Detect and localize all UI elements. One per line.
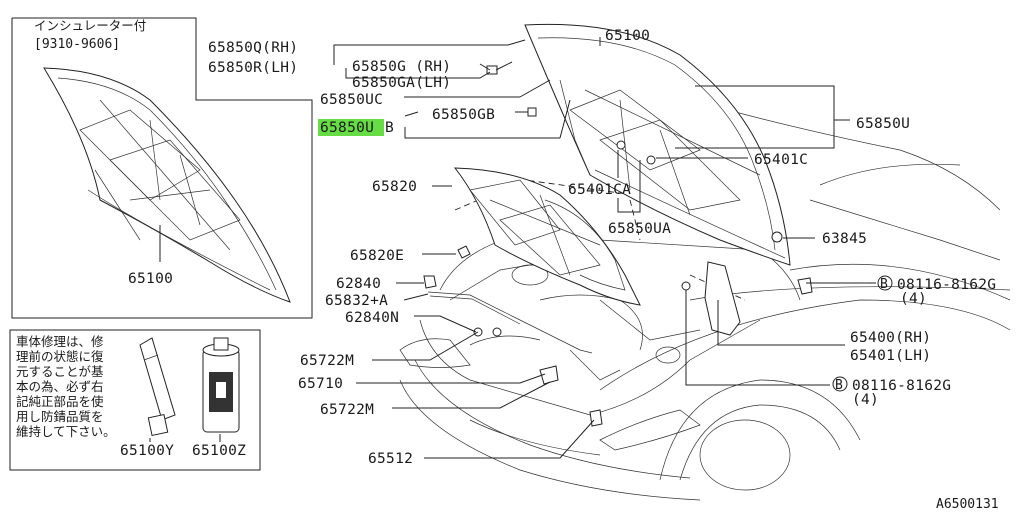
bolt-marker-2 [832, 376, 848, 392]
repair-note-line-3: 元することが基 [16, 364, 104, 379]
leader-lines [196, 37, 876, 459]
repair-note-panel: 車体修理は、修 理前の状態に復 元することが基 本の為、必ず右 記純正部品を使 … [9, 329, 261, 471]
spray-can-icon [202, 337, 240, 433]
label-65850gb: 65850GB [432, 107, 495, 123]
label-65710: 65710 [298, 376, 343, 392]
inset-note-line2: [9310-9606] [34, 37, 120, 52]
clip-62840 [423, 275, 437, 289]
inset-part-65100: 65100 [128, 271, 173, 287]
clip-65850gb [527, 107, 537, 117]
label-65850q: 65850Q(RH) [208, 40, 298, 56]
label-65100: 65100 [605, 28, 650, 44]
label-63845: 63845 [822, 231, 867, 247]
label-65850ga: 65850GA(LH) [352, 75, 451, 91]
label-62840: 62840 [336, 276, 381, 292]
hood-lock-65710 [539, 365, 559, 385]
label-65820e: 65820E [350, 248, 404, 264]
label-65850u-highlighted[interactable]: 65850U [320, 120, 374, 136]
hood-insulator-drawing [453, 167, 641, 306]
label-65820: 65820 [372, 179, 417, 195]
inset-hood-drawing [43, 67, 291, 303]
bolt-marker-1 [877, 275, 893, 291]
label-65850g: 65850G (RH) [352, 59, 451, 75]
repair-note-line-1: 車体修理は、修 [16, 334, 104, 349]
bumper-stop-63845 [771, 231, 783, 243]
label-65850u: 65850U [856, 116, 910, 132]
hood-hinge [704, 261, 741, 336]
label-65400: 65400(RH) [850, 330, 931, 346]
repair-note-line-5: 記純正部品を使 [16, 394, 104, 409]
part-65100y: 65100Y [120, 443, 174, 459]
label-65722m-1: 65722M [300, 353, 354, 369]
label-65850ua: 65850UA [608, 221, 671, 237]
label-08116-bottom-qty: (4) [852, 392, 879, 408]
part-labels: 65850Q(RH) 65850R(LH) 65850G (RH) 65850G… [208, 28, 999, 512]
fasteners [423, 61, 813, 427]
repair-note-line-7: 維持して下さい。 [16, 424, 116, 439]
label-65850ub-suffix: B [385, 120, 394, 136]
label-65850r: 65850R(LH) [208, 60, 298, 76]
diagram-id: A6500131 [936, 497, 999, 512]
label-65401: 65401(LH) [850, 348, 931, 364]
repair-note-line-2: 理前の状態に復 [16, 349, 104, 364]
highlight-box [318, 119, 384, 136]
label-62840n: 62840N [345, 310, 399, 326]
label-65722m-2: 65722M [320, 402, 374, 418]
part-65100z: 65100Z [192, 443, 246, 459]
repair-note-line-6: 用し防錆品質を [16, 409, 104, 424]
label-65832a: 65832+A [325, 293, 388, 309]
inset-note-line1: インシュレーター付 [34, 18, 146, 33]
label-65401c: 65401C [754, 152, 808, 168]
label-65850uc: 65850UC [320, 92, 383, 108]
label-65401ca: 65401CA [568, 182, 631, 198]
label-08116-top: 08116-8162G [897, 277, 996, 293]
hood-lock-65512 [589, 409, 603, 427]
bolt-marker-2-letter: B [835, 378, 843, 393]
bolt-marker-1-letter: B [880, 277, 888, 292]
repair-note-line-4: 本の為、必ず右 [16, 379, 104, 394]
hood-drawing [524, 23, 791, 266]
label-08116-bottom: 08116-8162G [852, 378, 951, 394]
paint-tube-icon [139, 337, 176, 437]
label-65512: 65512 [368, 451, 413, 467]
label-08116-top-qty: (4) [900, 291, 927, 307]
clip-65820e [457, 245, 471, 259]
inset-panel: インシュレーター付 [9310-9606] 65100 [11, 17, 313, 319]
